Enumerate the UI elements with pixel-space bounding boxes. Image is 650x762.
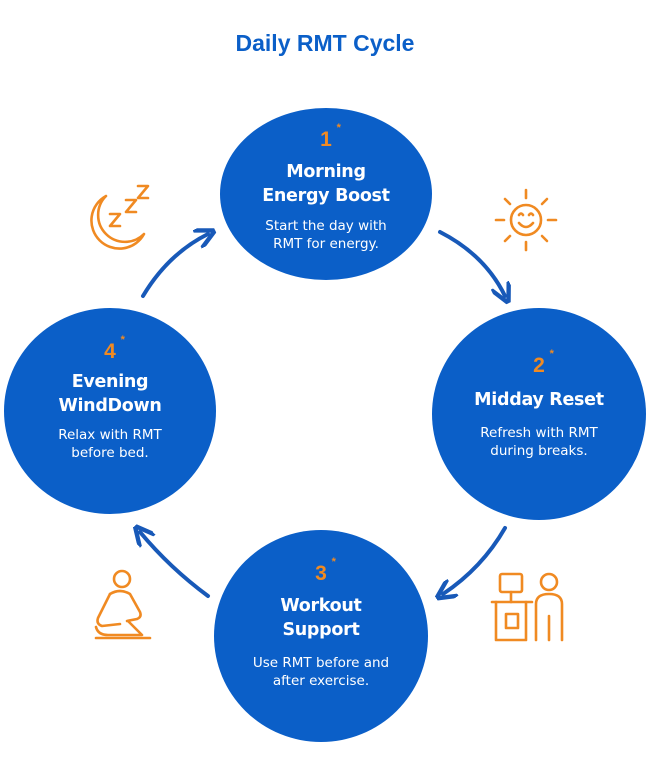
step-description: Use RMT before and after exercise. (252, 655, 390, 689)
sun-icon (494, 188, 558, 252)
arrow-4-to-1 (141, 234, 208, 298)
desk-person-icon (490, 572, 564, 642)
step-heading: Workout Support (280, 596, 362, 640)
step-heading: Evening WindDown (58, 372, 162, 416)
arrow-1-to-2 (438, 230, 505, 296)
moon-sleep-icon (90, 184, 150, 250)
step-heading: Morning Energy Boost (262, 162, 390, 206)
step-number: 4* (104, 334, 125, 363)
star-mark: * (549, 348, 554, 360)
step-evening: 4* Evening WindDown Relax with RMT befor… (4, 308, 216, 514)
exercise-person-icon (94, 569, 152, 640)
step-midday: 2* Midday Reset Refresh with RMT during … (432, 308, 646, 520)
arrow-3-to-4 (140, 532, 210, 598)
step-description: Relax with RMT before bed. (58, 427, 162, 461)
star-mark: * (331, 556, 336, 568)
page-title: Daily RMT Cycle (235, 30, 415, 56)
arrow-2-to-3 (443, 526, 507, 594)
step-description: Refresh with RMT during breaks. (480, 425, 598, 459)
step-morning: 1* Morning Energy Boost Start the day wi… (220, 108, 432, 280)
step-heading: Midday Reset (474, 390, 604, 410)
star-mark: * (336, 122, 341, 134)
step-number: 1* (320, 122, 341, 151)
star-mark: * (120, 334, 125, 346)
step-workout: 3* Workout Support Use RMT before and af… (214, 530, 428, 742)
step-number: 3* (315, 556, 336, 585)
step-description: Start the day with RMT for energy. (265, 218, 387, 252)
step-number: 2* (533, 348, 554, 377)
